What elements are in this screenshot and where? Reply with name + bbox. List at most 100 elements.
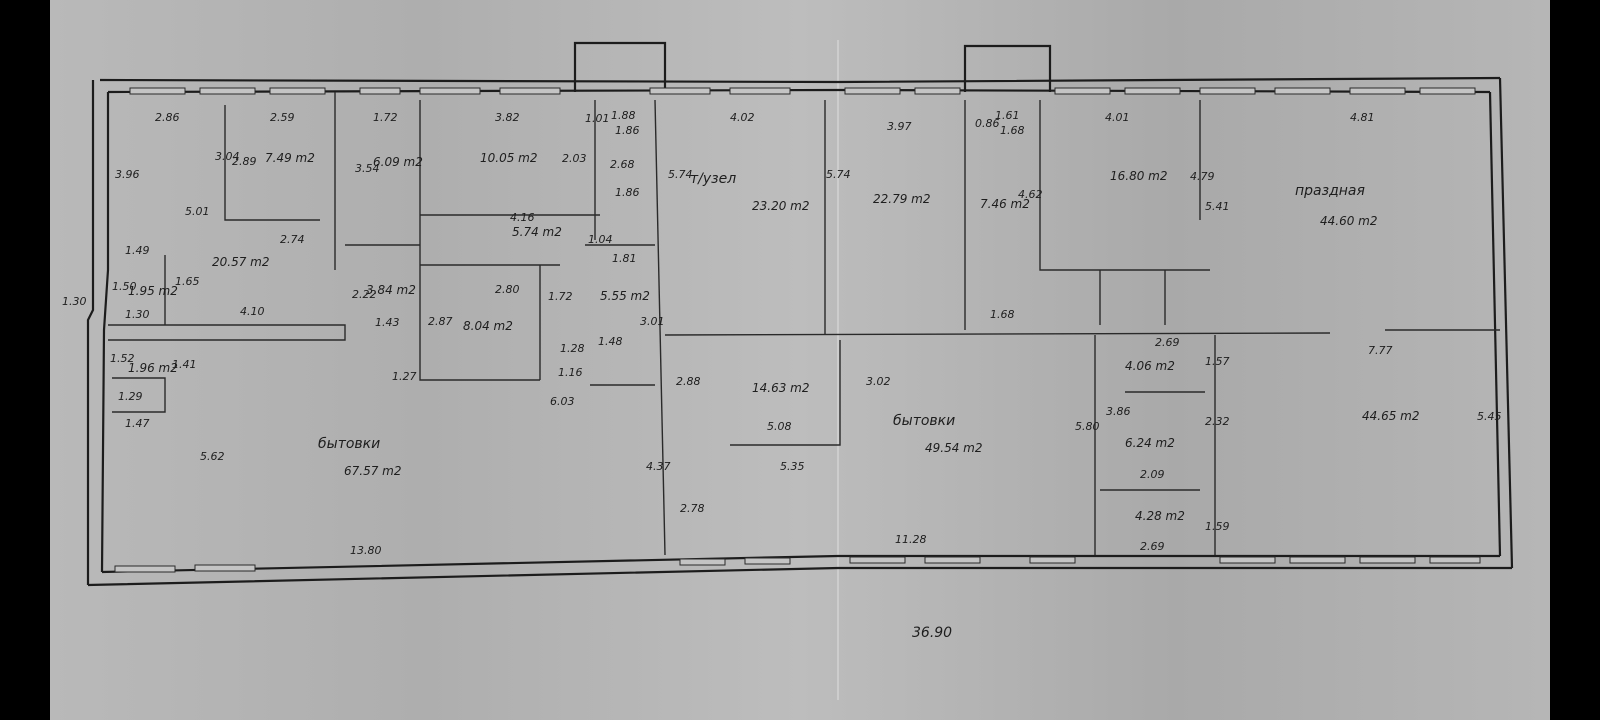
room-area: 10.05 m2 [480, 151, 538, 165]
room-name: бытовки [893, 413, 955, 429]
outer-wall-right [1498, 77, 1514, 569]
dim-label: 1.50 [112, 280, 137, 293]
room-area: 67.57 m2 [344, 464, 402, 478]
dim-label: 2.32 [1205, 415, 1230, 428]
dim-label: 1.72 [373, 111, 398, 124]
dim-label: 3.97 [887, 120, 912, 133]
dim-label: 11.28 [895, 533, 927, 546]
dim-label: 4.79 [1190, 170, 1215, 183]
dim-label: 4.37 [646, 460, 671, 473]
dim-label: 1.28 [560, 342, 585, 355]
dim-label: 1.68 [990, 308, 1015, 321]
dim-label: 7.77 [1368, 344, 1393, 357]
room-area: 1.96 m2 [128, 361, 178, 375]
outer-wall-left-inner [100, 92, 110, 573]
outer-wall-bottom [87, 566, 1512, 587]
dim-label: 3.86 [1106, 405, 1131, 418]
room-area: 6.24 m2 [1125, 436, 1175, 450]
dim-label: 5.41 [1205, 200, 1230, 213]
room-name: бытовки [318, 436, 380, 452]
room-area: 22.79 m2 [873, 192, 931, 206]
dim-label: 2.86 [155, 111, 180, 124]
dim-label: 2.22 [352, 288, 377, 301]
dim-label: 5.74 [826, 168, 851, 181]
room-area: 6.09 m2 [373, 155, 423, 169]
dim-label: 4.01 [1105, 111, 1130, 124]
dim-label: 4.16 [510, 211, 535, 224]
dim-label: 2.68 [610, 158, 635, 171]
dim-label: 1.88 [611, 109, 636, 122]
dim-label: 2.89 [232, 155, 257, 168]
dim-label: 1.86 [615, 124, 640, 137]
dim-label: 1.81 [612, 252, 637, 265]
paper-sheet [50, 0, 1550, 720]
dim-label: 13.80 [350, 544, 382, 557]
dim-label: 5.08 [767, 420, 792, 433]
room-area: 4.06 m2 [1125, 359, 1175, 373]
room-area: 5.55 m2 [600, 289, 650, 303]
dim-label: 3.01 [640, 315, 665, 328]
dim-label: 0.86 [975, 117, 1000, 130]
dim-label: 1.04 [588, 233, 613, 246]
dim-label: 1.49 [125, 244, 150, 257]
room-area: 5.74 m2 [512, 225, 562, 239]
room-name: праздная [1295, 183, 1365, 199]
windows-bottom [114, 556, 1481, 573]
room-names: т/узел праздная бытовки бытовки [318, 171, 1365, 452]
dim-label: 1.01 [585, 112, 610, 125]
interior-walls [108, 92, 1500, 556]
dim-label: 1.68 [1000, 124, 1025, 137]
dim-label: 2.78 [680, 502, 705, 515]
room-areas: 7.49 m2 20.57 m2 6.09 m2 10.05 m2 5.74 m… [128, 151, 1420, 523]
room-name: т/узел [690, 171, 736, 187]
dim-label: 2.69 [1140, 540, 1165, 553]
dim-label: 2.87 [428, 315, 453, 328]
dim-label: 1.52 [110, 352, 135, 365]
dim-label: 3.04 [215, 150, 240, 163]
dimension-labels: 2.86 2.59 1.72 3.82 1.01 1.88 1.86 4.02 … [62, 109, 1502, 557]
dim-label: 1.61 [995, 109, 1020, 122]
dim-label: 1.48 [598, 335, 623, 348]
outer-wall-top-inner [107, 88, 1491, 94]
dim-label: 1.30 [125, 308, 150, 321]
dim-label: 4.81 [1350, 111, 1375, 124]
dim-label: 1.72 [548, 290, 573, 303]
dim-label: 1.27 [392, 370, 417, 383]
dim-label: 2.03 [562, 152, 587, 165]
dim-label: 3.02 [866, 375, 891, 388]
room-area: 3.84 m2 [366, 283, 416, 297]
overall-length-label: 36.90 [912, 625, 952, 641]
room-area: 23.20 m2 [752, 199, 810, 213]
dim-label: 1.47 [125, 417, 150, 430]
dim-label: 1.65 [175, 275, 200, 288]
dim-label: 4.02 [730, 111, 755, 124]
dim-label: 1.41 [172, 358, 197, 371]
dim-label: 4.62 [1018, 188, 1043, 201]
outer-wall-left [86, 80, 95, 585]
dim-label: 1.16 [558, 366, 583, 379]
dim-label: 1.29 [118, 390, 143, 403]
room-area: 44.60 m2 [1320, 214, 1378, 228]
dim-label: 5.45 [1477, 410, 1502, 423]
dim-label: 2.09 [1140, 468, 1165, 481]
room-area: 7.46 m2 [980, 197, 1030, 211]
dim-label: 1.43 [375, 316, 400, 329]
dim-label: 5.74 [668, 168, 693, 181]
room-area: 44.65 m2 [1362, 409, 1420, 423]
dim-label: 4.10 [240, 305, 265, 318]
dim-label: 2.59 [270, 111, 295, 124]
dim-label: 1.57 [1205, 355, 1230, 368]
dim-label: 1.59 [1205, 520, 1230, 533]
outer-wall-right-inner [1488, 91, 1502, 557]
dim-label: 3.96 [115, 168, 140, 181]
dim-label: 3.54 [355, 162, 380, 175]
dim-label: 5.62 [200, 450, 225, 463]
dim-label: 2.88 [676, 375, 701, 388]
outer-wall-bottom-inner [101, 554, 1500, 574]
entrance-projection-left [573, 41, 667, 92]
room-area: 16.80 m2 [1110, 169, 1168, 183]
dim-label: 5.01 [185, 205, 210, 218]
dim-label: 5.80 [1075, 420, 1100, 433]
dim-label: 1.86 [615, 186, 640, 199]
